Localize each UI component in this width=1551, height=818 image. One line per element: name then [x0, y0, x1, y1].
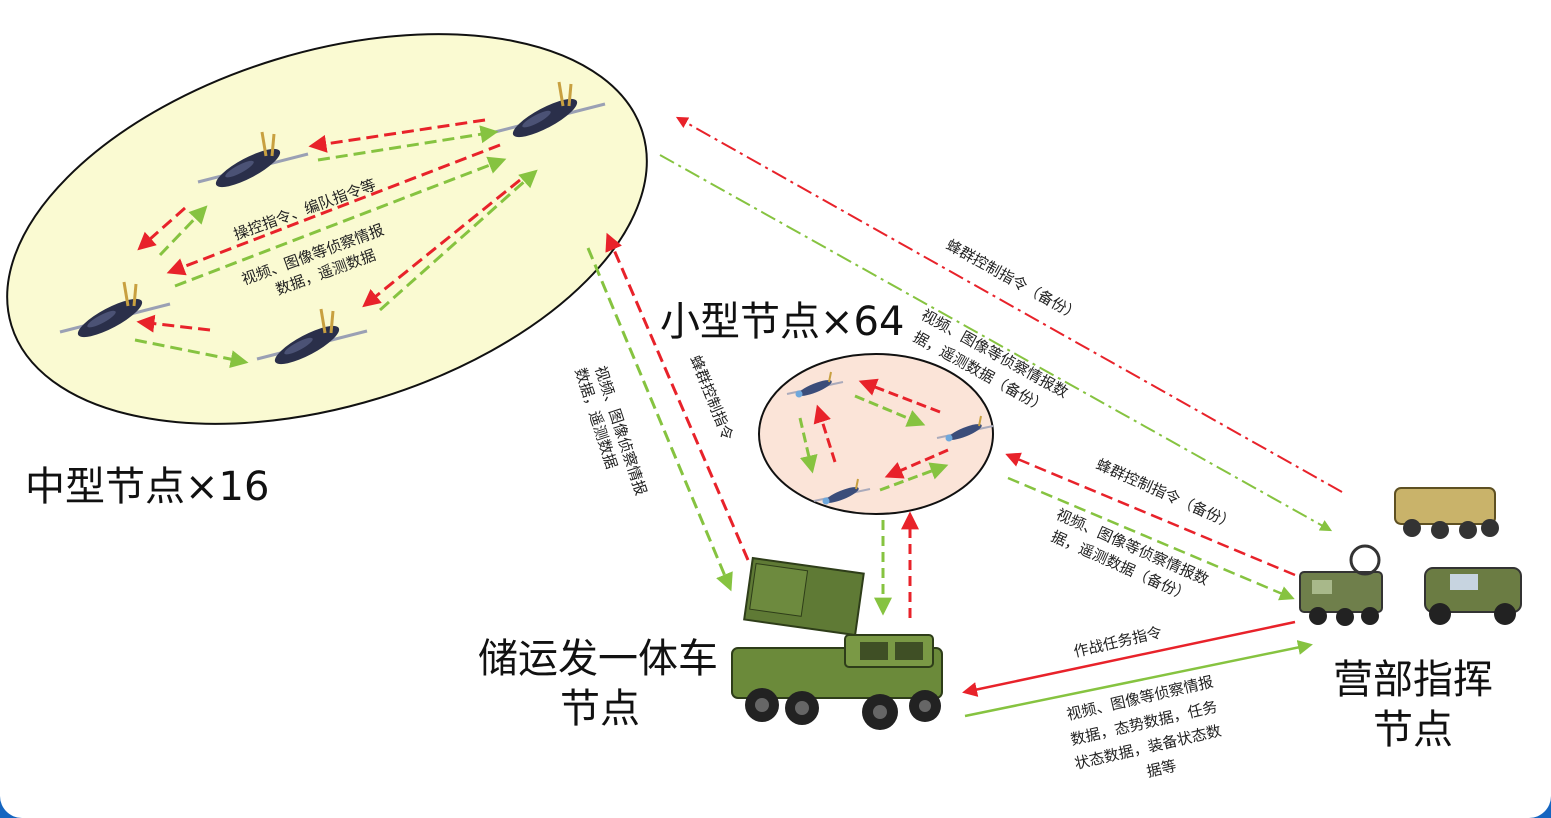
hq-launcher-links	[962, 620, 1313, 718]
launcher-node-title-line1: 储运发一体车	[478, 636, 718, 682]
hq-small-ctrl-label: 蜂群控制指令（备份）	[1093, 455, 1237, 532]
hq-vehicle-image	[1299, 487, 1522, 626]
launcher-medium-links	[586, 232, 750, 592]
launcher-vehicle-image	[731, 556, 943, 730]
hq-node-title-line2: 节点	[1373, 707, 1453, 753]
small-swarm-links	[798, 378, 949, 492]
launcher-hq-data-label-line4: 据等	[1145, 757, 1178, 781]
launcher-node-title-line2: 节点	[560, 686, 640, 732]
hq-medium-ctrl-label: 蜂群控制指令（备份）	[943, 236, 1083, 324]
hq-small-links	[1005, 452, 1296, 601]
hq-launcher-task-label: 作战任务指令	[1072, 623, 1164, 661]
launcher-small-links	[874, 511, 919, 618]
small-node-title: 小型节点×64	[660, 299, 904, 345]
medium-node-title: 中型节点×16	[25, 464, 269, 510]
medium-launcher-ctrl-label: 蜂群控制指令	[686, 353, 736, 443]
hq-medium-links	[659, 116, 1343, 532]
hq-node-title-line1: 营部指挥	[1333, 657, 1493, 703]
medium-swarm-links	[134, 118, 538, 369]
